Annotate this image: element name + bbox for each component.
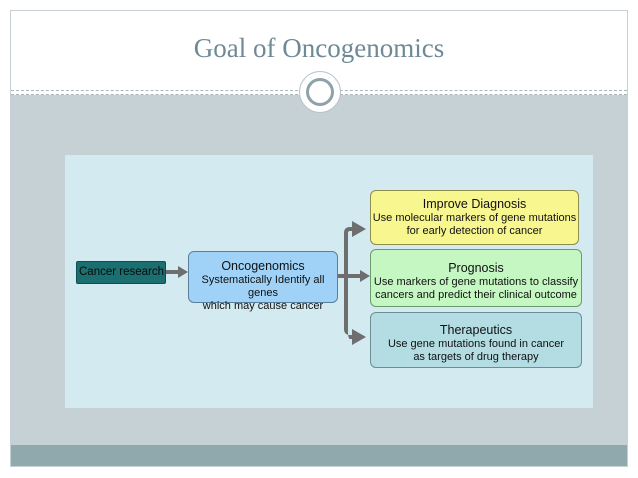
arrow-oncogenomics-to-prognosis-head (360, 270, 370, 282)
therapeutics-title: Therapeutics (439, 323, 513, 337)
slide: Goal of Oncogenomics Cancer research (10, 10, 628, 467)
arrow-oncogenomics-to-therapeutics (338, 278, 366, 345)
ornament-ring-icon (306, 78, 334, 106)
improve-diagnosis-line-1: Use molecular markers of gene mutations (372, 212, 577, 224)
oncogenomics-line-1: Systematically Identify all genes (201, 274, 325, 299)
improve-diagnosis-box: Improve Diagnosis Use molecular markers … (370, 190, 579, 245)
oncogenomics-title: Oncogenomics (221, 259, 305, 273)
arrow-oncogenomics-to-diagnosis (338, 221, 366, 274)
cancer-research-label: Cancer research (79, 266, 165, 278)
arrow-cancer-to-oncogenomics-head (178, 266, 188, 278)
title-ornament-circle (299, 71, 341, 113)
footer-bar (11, 445, 627, 466)
cancer-research-box: Cancer research (76, 261, 166, 284)
oncogenomics-diagram: Cancer research Oncogenomics Systematica… (65, 155, 593, 408)
arrow-oncogenomics-to-prognosis (338, 274, 360, 278)
flow-arrows (166, 221, 370, 345)
oncogenomics-line-2: which may cause cancer (202, 300, 324, 312)
therapeutics-line-1: Use gene mutations found in cancer (387, 338, 565, 350)
prognosis-title: Prognosis (448, 261, 504, 275)
oncogenomics-box: Oncogenomics Systematically Identify all… (188, 251, 338, 312)
prognosis-line-1: Use markers of gene mutations to classif… (373, 276, 579, 288)
improve-diagnosis-line-2: for early detection of cancer (406, 225, 543, 237)
prognosis-box: Prognosis Use markers of gene mutations … (370, 249, 582, 307)
therapeutics-line-2: as targets of drug therapy (413, 351, 539, 363)
arrow-cancer-to-oncogenomics (166, 270, 178, 274)
therapeutics-box: Therapeutics Use gene mutations found in… (370, 312, 582, 368)
improve-diagnosis-title: Improve Diagnosis (422, 197, 527, 211)
prognosis-line-2: cancers and predict their clinical outco… (375, 289, 577, 301)
slide-title: Goal of Oncogenomics (193, 33, 445, 63)
